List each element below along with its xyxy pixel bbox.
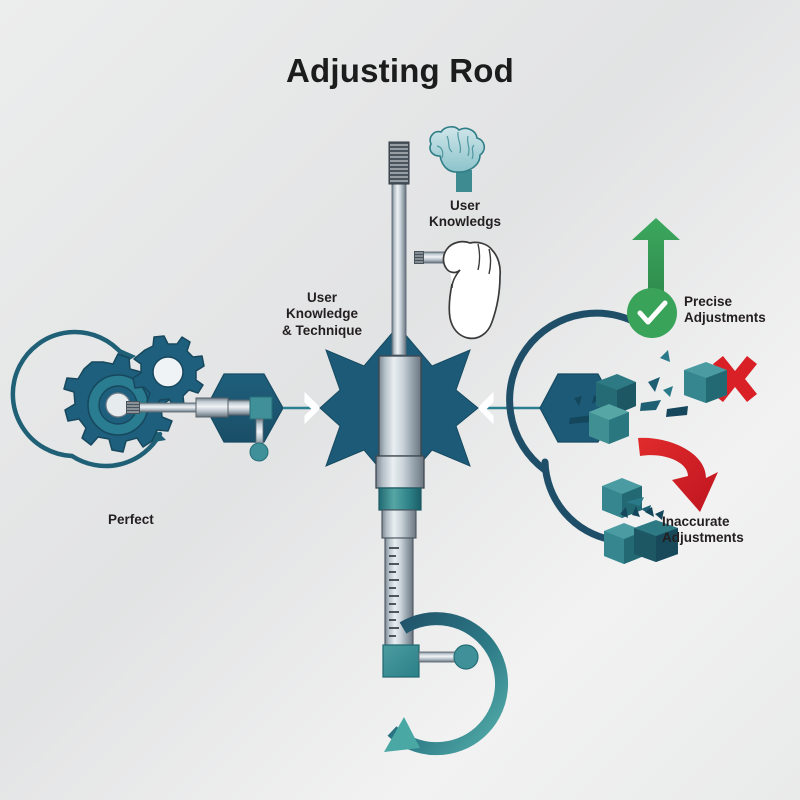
fragment-shards xyxy=(640,350,688,417)
left-group xyxy=(10,329,284,469)
graduated-scale-icon xyxy=(384,537,414,651)
cube-icon xyxy=(634,520,678,562)
connector-left xyxy=(283,391,321,425)
cube-icon xyxy=(684,362,727,403)
right-group xyxy=(506,218,757,564)
up-arrow-icon xyxy=(632,218,680,298)
circular-rotation-arrow-icon xyxy=(384,612,508,756)
label-user-knowledgs: User Knowledgs xyxy=(428,198,501,230)
brain-icon xyxy=(429,126,486,192)
label-user-knowledge-technique: User Knowledge & Technique xyxy=(281,290,362,338)
label-inaccurate-adjustments: Inaccurate Adjustments xyxy=(662,514,744,546)
page-title: Adjusting Rod xyxy=(285,52,515,89)
threaded-rod-icon xyxy=(388,141,410,185)
hand-holding-rod-icon xyxy=(414,240,502,340)
micrometer-rod xyxy=(126,396,273,462)
cube-icon xyxy=(589,404,629,444)
label-perfect: Perfect xyxy=(108,512,154,527)
label-precise-adjustments: Precise Adjustments xyxy=(684,294,766,326)
down-arrow-icon xyxy=(638,437,718,512)
gear-small-icon xyxy=(132,335,205,408)
check-circle-icon xyxy=(627,288,677,338)
cube-icon xyxy=(602,478,642,518)
impact-marks xyxy=(620,497,664,520)
